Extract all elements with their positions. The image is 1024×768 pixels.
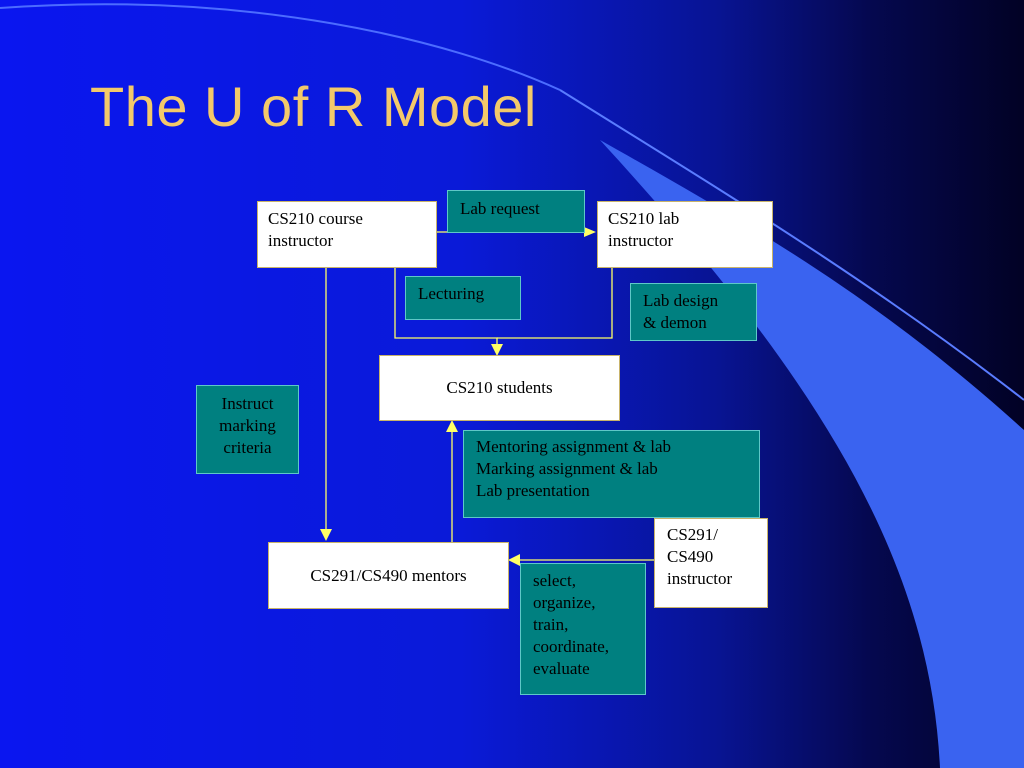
label-lab-design-demon: Lab design & demon: [630, 283, 757, 341]
node-line: instructor: [667, 569, 733, 588]
label-line: coordinate,: [533, 637, 609, 656]
node-label: CS210 students: [446, 378, 553, 397]
node-line: instructor: [608, 231, 674, 250]
label-line: Marking assignment & lab: [476, 459, 658, 478]
arrowhead-lab-request: [584, 227, 596, 237]
slide-title: The U of R Model: [90, 75, 537, 138]
label-lab-request: Lab request: [447, 190, 585, 233]
label-line: & demon: [643, 313, 707, 332]
arrowhead-students-bottom: [446, 420, 458, 432]
line-lab-to-students: [497, 268, 613, 339]
node-line: CS291/: [667, 525, 719, 544]
node-label: CS291/CS490 mentors: [310, 565, 467, 585]
arrowhead-mentors-right: [508, 554, 520, 566]
node-cs210-lab-instructor: CS210 lab instructor: [597, 201, 773, 268]
label-line: select,: [533, 571, 576, 590]
label-text: Lecturing: [418, 284, 485, 303]
label-line: Instruct: [221, 394, 274, 413]
line-course-to-students: [394, 268, 498, 346]
label-line: evaluate: [533, 659, 590, 678]
node-cs291-cs490-instructor: CS291/ CS490 instructor: [654, 518, 768, 608]
node-cs291-cs490-mentors: CS291/CS490 mentors: [268, 542, 509, 609]
label-text: Lab request: [460, 199, 540, 218]
arrowhead-students-top: [491, 344, 503, 356]
label-line: organize,: [533, 593, 596, 612]
label-line: train,: [533, 615, 569, 634]
label-line: criteria: [223, 438, 272, 457]
arrowhead-mentors-top: [320, 529, 332, 541]
label-lecturing: Lecturing: [405, 276, 521, 320]
node-line: instructor: [268, 231, 334, 250]
label-line: marking: [219, 416, 276, 435]
node-cs210-course-instructor: CS210 course instructor: [257, 201, 437, 268]
node-line: CS210 course: [268, 209, 363, 228]
label-instruct-marking-criteria: Instruct marking criteria: [196, 385, 299, 474]
node-line: CS210 lab: [608, 209, 680, 228]
label-line: Mentoring assignment & lab: [476, 437, 672, 456]
label-cs291-duties: select, organize, train, coordinate, eva…: [520, 563, 646, 695]
label-line: Lab presentation: [476, 481, 590, 500]
node-cs210-students: CS210 students: [379, 355, 620, 421]
label-mentoring-tasks: Mentoring assignment & lab Marking assig…: [463, 430, 760, 518]
node-line: CS490: [667, 547, 714, 566]
label-line: Lab design: [643, 291, 719, 310]
